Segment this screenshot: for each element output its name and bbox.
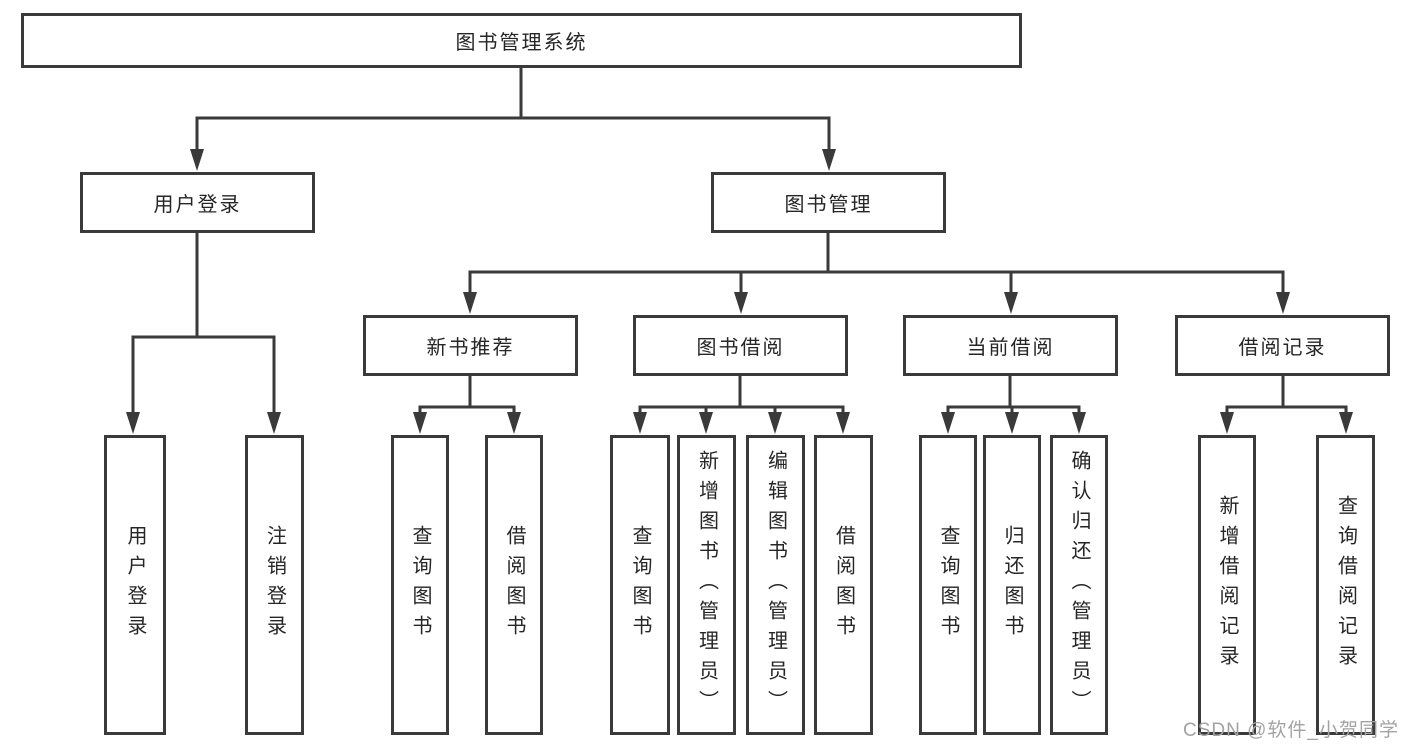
leaf-user-login: 用户登录 (104, 435, 166, 735)
leaf-query-borrow-record: 查询借阅记录 (1316, 435, 1375, 735)
leaf-add-book-admin: 新增图书（管理员） (677, 435, 736, 735)
csdn-watermark: CSDN @软件_小贺同学 (1183, 720, 1399, 741)
node-current-borrowing: 当前借阅 (903, 315, 1118, 376)
leaf-confirm-return-admin: 确认归还（管理员） (1050, 435, 1108, 735)
leaf-add-borrow-record: 新增借阅记录 (1198, 435, 1256, 735)
leaf-return-book: 归还图书 (983, 435, 1041, 735)
leaf-logout: 注销登录 (245, 435, 304, 735)
node-new-book-recommendation: 新书推荐 (363, 315, 578, 376)
node-book-borrowing: 图书借阅 (633, 315, 848, 376)
node-borrowing-records: 借阅记录 (1175, 315, 1390, 376)
leaf-borrow-books: 借阅图书 (485, 435, 543, 735)
node-library-management-system: 图书管理系统 (21, 13, 1022, 68)
leaf-query-books: 查询图书 (610, 435, 670, 735)
node-book-management: 图书管理 (711, 172, 946, 233)
leaf-query-books: 查询图书 (391, 435, 449, 735)
leaf-edit-book-admin: 编辑图书（管理员） (746, 435, 805, 735)
leaf-borrow-books: 借阅图书 (814, 435, 873, 735)
node-user-login: 用户登录 (80, 172, 315, 233)
leaf-query-books: 查询图书 (919, 435, 977, 735)
